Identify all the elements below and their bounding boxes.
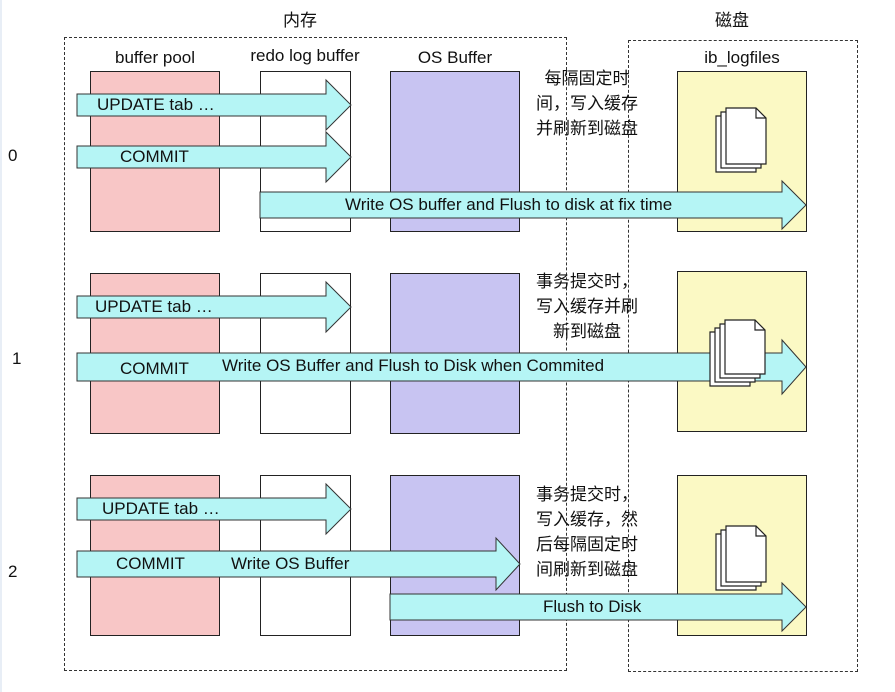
page-edge: [0, 0, 2, 692]
note-1-line-3: 新到磁盘: [553, 322, 621, 341]
write-label-2: Write OS Buffer: [231, 554, 350, 573]
commit-label-1: COMMIT: [120, 359, 189, 378]
document-icon-1: [709, 319, 766, 387]
note-2-line-2: 写入缓存，然: [536, 510, 638, 529]
commit-arrow-0: [76, 130, 352, 184]
flush-label-2: Flush to Disk: [543, 597, 642, 616]
row-num-0: 0: [8, 146, 18, 165]
note-2: 事务提交时， 写入缓存，然 后每隔固定时 间刷新到磁盘: [532, 482, 642, 582]
commit-arrow-1: [76, 338, 807, 396]
note-0: 每隔固定时 间，写入缓存 并刷新到磁盘: [532, 66, 642, 141]
update-arrow-0: [76, 78, 352, 132]
note-2-line-1: 事务提交时，: [536, 485, 638, 504]
row-num-2: 2: [8, 562, 18, 581]
document-icon-0: [715, 107, 767, 173]
flush-arrow-2: [389, 581, 807, 633]
flush-label-1: Write OS Buffer and Flush to Disk when C…: [222, 356, 605, 375]
update-arrow-1: [76, 280, 352, 334]
update-label-2: UPDATE tab …: [102, 499, 220, 518]
flush-arrow-0: [259, 179, 807, 231]
header-ib-logfiles: ib_logfiles: [704, 48, 780, 67]
note-2-line-4: 间刷新到磁盘: [536, 560, 638, 579]
update-label-1: UPDATE tab …: [95, 297, 213, 316]
note-1-line-2: 写入缓存并刷: [536, 297, 638, 316]
note-2-line-3: 后每隔固定时: [536, 535, 638, 554]
memory-label: 内存: [283, 11, 317, 30]
document-icon-2: [715, 525, 767, 591]
row-num-1: 1: [12, 349, 22, 368]
update-arrow-2: [76, 482, 352, 536]
header-buffer-pool: buffer pool: [114, 48, 196, 67]
flush-label-0: Write OS buffer and Flush to disk at fix…: [345, 195, 673, 214]
update-label-0: UPDATE tab …: [97, 95, 215, 114]
note-0-line-1: 每隔固定时: [544, 69, 630, 88]
commit-label-2: COMMIT: [116, 554, 185, 573]
disk-label: 磁盘: [715, 11, 749, 30]
commit-label-0: COMMIT: [120, 147, 189, 166]
header-redo-log-buffer: redo log buffer: [250, 46, 360, 65]
note-0-line-3: 并刷新到磁盘: [536, 119, 638, 138]
header-os-buffer: OS Buffer: [417, 48, 493, 67]
note-0-line-2: 间，写入缓存: [536, 94, 638, 113]
commit-arrow-2: [76, 536, 521, 592]
note-1: 事务提交时， 写入缓存并刷 新到磁盘: [532, 269, 642, 344]
note-1-line-1: 事务提交时，: [536, 272, 638, 291]
